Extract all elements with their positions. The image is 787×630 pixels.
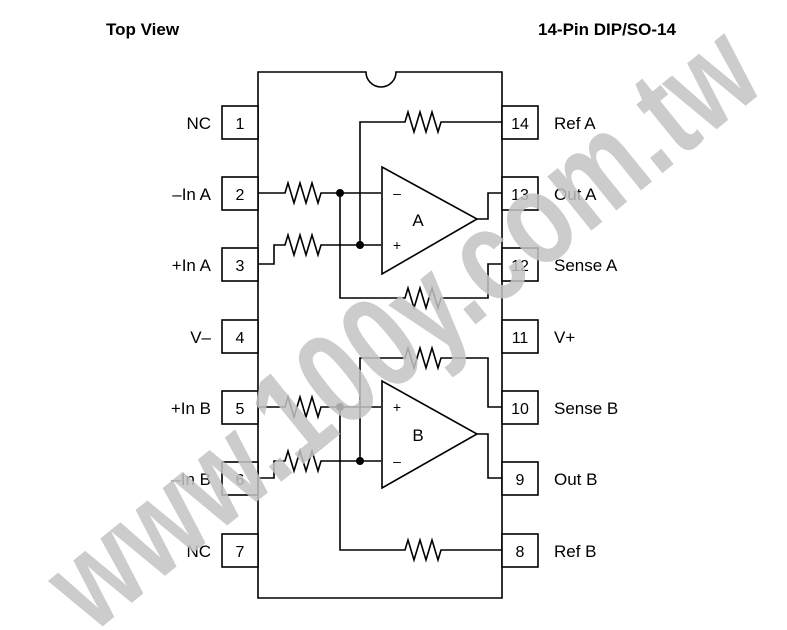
- package-body: [257, 71, 503, 599]
- watermark-text: www.100y.com.tw: [17, 0, 786, 630]
- pin-13-number: 13: [511, 187, 529, 204]
- in-b-pos-resistor: [258, 394, 381, 420]
- pin-8-label: Ref B: [554, 542, 597, 561]
- sense-b-resistor: [359, 345, 502, 461]
- pin-5-label: +In B: [171, 399, 211, 418]
- pin-13-label: Out A: [554, 185, 597, 204]
- opamp-a-triangle: [381, 165, 479, 276]
- pin-3-number: 3: [236, 258, 245, 275]
- pin-12-label: Sense A: [554, 256, 618, 275]
- pin-12-number: 12: [511, 258, 529, 275]
- pin-10-number: 10: [511, 401, 529, 418]
- pin-3-label: +In A: [172, 256, 212, 275]
- package-title: 14-Pin DIP/SO-14: [538, 20, 676, 39]
- pin-14-number: 14: [511, 116, 529, 133]
- opamp-a-inverting-sign: –: [393, 185, 401, 201]
- ref-a-resistor: [359, 109, 502, 245]
- pin-4-label: V–: [190, 328, 211, 347]
- pin-11-number: 11: [512, 330, 529, 347]
- pin-6-label: –In B: [171, 470, 211, 489]
- top-view-title: Top View: [106, 20, 180, 39]
- pin-9-label: Out B: [554, 470, 597, 489]
- opamp-a-label: A: [412, 211, 424, 230]
- pin-7-number: 7: [236, 544, 245, 561]
- pin-3: 3 +In A: [172, 247, 259, 282]
- sense-a-resistor: [339, 193, 502, 311]
- pin-2-label: –In A: [172, 185, 211, 204]
- pin-1-label: NC: [186, 114, 211, 133]
- opamp-b-noninverting-sign: +: [393, 399, 401, 415]
- pin-10-label: Sense B: [554, 399, 618, 418]
- pin-2: 2 –In A: [172, 176, 259, 211]
- pin-9-number: 9: [516, 472, 525, 489]
- amplifier-b-circuit: + – B: [258, 345, 502, 563]
- amplifier-a-circuit: – + A: [258, 109, 502, 311]
- pin-5-number: 5: [236, 401, 245, 418]
- pin-13: 13 Out A: [501, 176, 597, 211]
- opamp-b-label: B: [412, 426, 423, 445]
- out-a-wire: [477, 192, 502, 220]
- pin-9: 9 Out B: [501, 461, 597, 496]
- in-b-neg-resistor: [258, 448, 381, 479]
- junction-dot: [336, 189, 344, 197]
- opamp-a-noninverting-sign: +: [393, 237, 401, 253]
- pin-10: 10 Sense B: [501, 390, 618, 425]
- out-b-wire: [477, 433, 502, 479]
- junction-dot: [356, 457, 364, 465]
- opamp-b-triangle: [381, 379, 479, 490]
- pin-14: 14 Ref A: [501, 105, 596, 140]
- pin-6-number: 6: [236, 472, 245, 489]
- ref-b-resistor: [339, 407, 502, 563]
- pin-11-label: V+: [554, 328, 575, 347]
- pin-11: 11 V+: [501, 319, 575, 354]
- pin-1: 1 NC: [186, 105, 259, 140]
- pin-7-label: NC: [186, 542, 211, 561]
- pin-14-label: Ref A: [554, 114, 596, 133]
- in-a-pos-resistor: [258, 232, 381, 265]
- opamp-b-inverting-sign: –: [393, 453, 401, 469]
- pin-12: 12 Sense A: [501, 247, 618, 282]
- pin-5: 5 +In B: [171, 390, 259, 425]
- pin-2-number: 2: [236, 187, 245, 204]
- in-a-neg-resistor: [258, 180, 381, 206]
- pin-4: 4 V–: [190, 319, 259, 354]
- pin-8: 8 Ref B: [501, 533, 597, 568]
- junction-dot: [336, 403, 344, 411]
- junction-dot: [356, 241, 364, 249]
- pin-1-number: 1: [236, 116, 245, 133]
- pin-7: 7 NC: [186, 533, 259, 568]
- pin-8-number: 8: [516, 544, 525, 561]
- pin-4-number: 4: [236, 330, 245, 347]
